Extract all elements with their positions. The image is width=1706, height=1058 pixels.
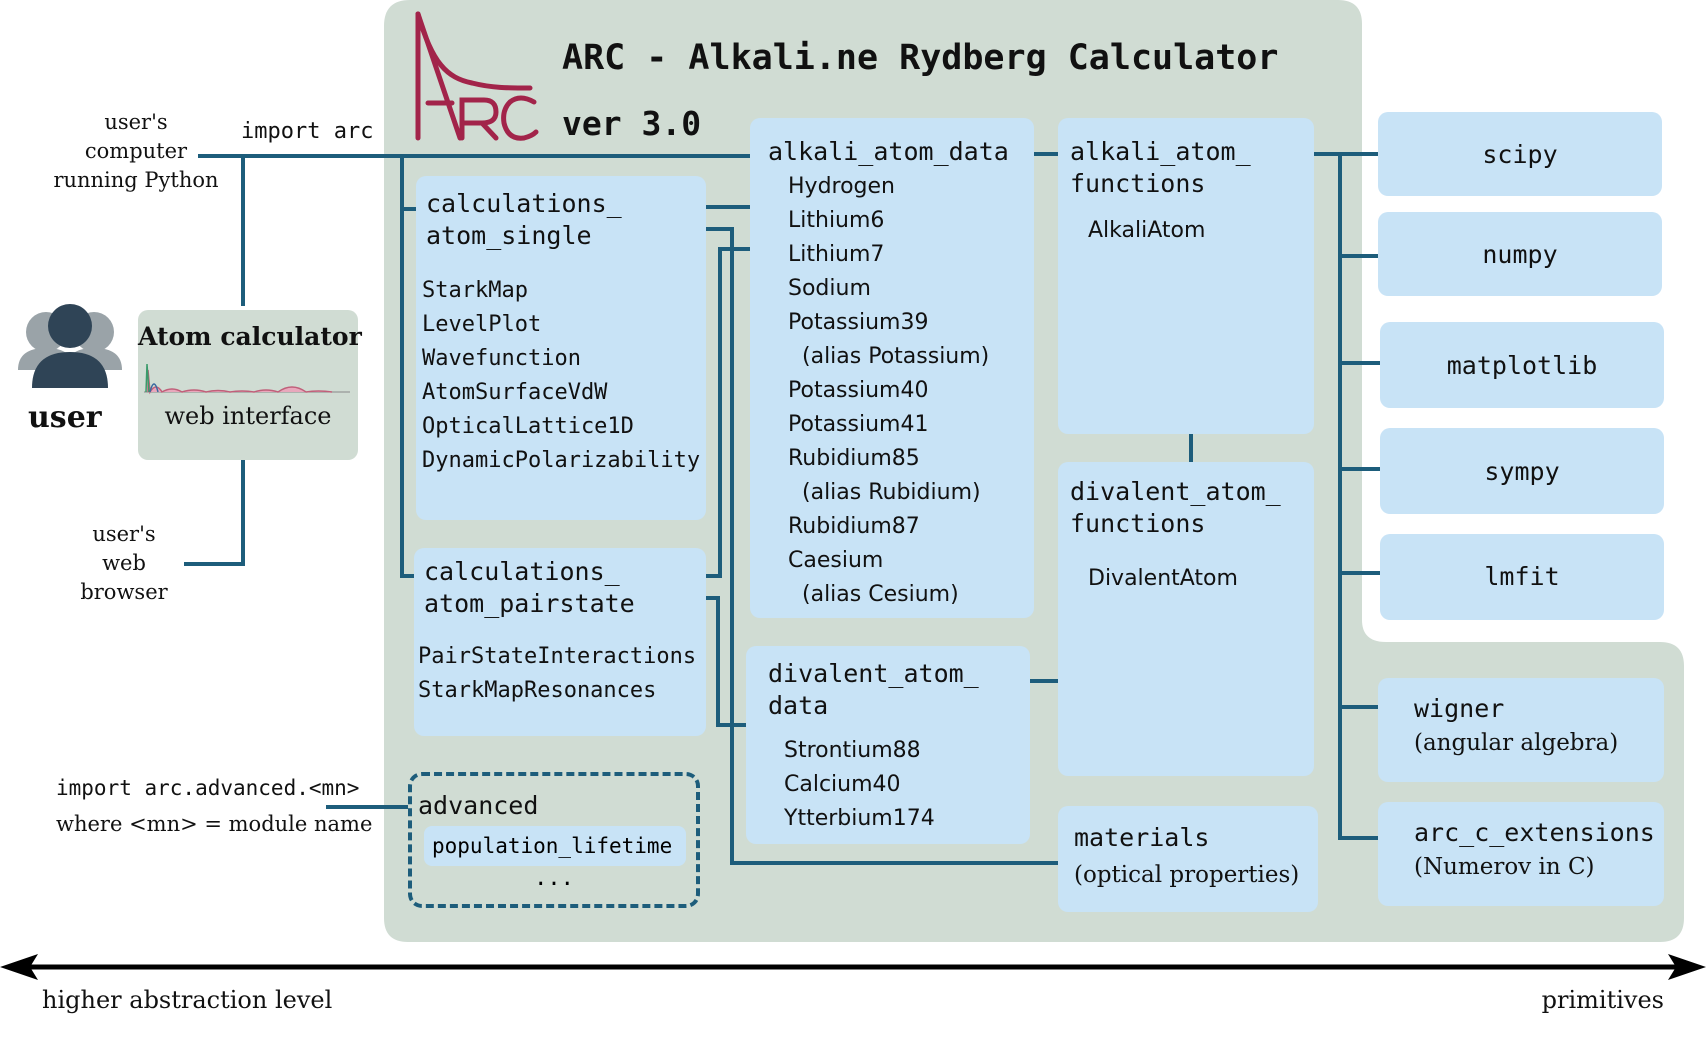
list-item: Rubidium87 bbox=[788, 514, 920, 539]
abstraction-axis-arrow bbox=[0, 954, 1706, 980]
module-divalent-atom-data[interactable]: divalent_atom_ data Strontium88 Calcium4… bbox=[746, 646, 1030, 844]
module-subtitle: (optical properties) bbox=[1074, 862, 1300, 888]
primitive-lmfit[interactable]: lmfit bbox=[1380, 534, 1664, 620]
module-materials[interactable]: materials (optical properties) bbox=[1058, 806, 1318, 912]
list-item: (alias Potassium) bbox=[802, 344, 990, 369]
list-item: StarkMapResonances bbox=[418, 678, 657, 703]
axis-left-label: higher abstraction level bbox=[42, 986, 333, 1014]
class-list: PairStateInteractions StarkMapResonances bbox=[418, 640, 696, 708]
computer-label: user's computer running Python bbox=[53, 110, 219, 192]
list-item: Calcium40 bbox=[784, 772, 901, 797]
module-title: calculations_ atom_pairstate bbox=[424, 557, 635, 618]
user-label: user bbox=[28, 400, 102, 435]
list-item: Wavefunction bbox=[422, 346, 581, 371]
user-icon bbox=[18, 304, 122, 388]
list-item: Sodium bbox=[788, 276, 871, 301]
module-title: alkali_atom_data bbox=[768, 137, 1009, 166]
module-calculations-atom-single[interactable]: calculations_ atom_single StarkMap Level… bbox=[416, 176, 706, 520]
module-divalent-atom-functions[interactable]: divalent_atom_ functions DivalentAtom bbox=[1058, 462, 1314, 776]
version-label: ver 3.0 bbox=[562, 104, 702, 143]
import-label: import arc bbox=[241, 119, 374, 144]
axis-right-label: primitives bbox=[1541, 986, 1664, 1014]
module-alkali-atom-data[interactable]: alkali_atom_data Hydrogen Lithium6 Lithi… bbox=[750, 118, 1034, 618]
primitive-wigner[interactable]: wigner (angular algebra) bbox=[1378, 678, 1664, 782]
atom-list: Strontium88 Calcium40 Ytterbium174 bbox=[784, 734, 935, 836]
list-item: Potassium40 bbox=[788, 378, 929, 403]
list-item: (alias Rubidium) bbox=[802, 480, 981, 505]
module-title: advanced bbox=[418, 791, 539, 820]
page-title: ARC - Alkali.ne Rydberg Calculator bbox=[562, 38, 1279, 78]
class-item: DivalentAtom bbox=[1088, 566, 1238, 591]
class-list: StarkMap LevelPlot Wavefunction AtomSurf… bbox=[422, 274, 700, 478]
list-item: PairStateInteractions bbox=[418, 644, 697, 669]
arc-logo bbox=[415, 11, 539, 141]
list-item: Potassium39 bbox=[788, 310, 929, 335]
advanced-more: ... bbox=[534, 866, 574, 891]
list-item: LevelPlot bbox=[422, 312, 542, 337]
list-item: Ytterbium174 bbox=[784, 806, 935, 831]
advanced-import-label: import arc.advanced.<mn> bbox=[56, 776, 360, 800]
primitive-matplotlib[interactable]: matplotlib bbox=[1380, 322, 1664, 408]
list-item: Hydrogen bbox=[788, 174, 895, 199]
primitive-numpy[interactable]: numpy bbox=[1378, 212, 1662, 296]
primitive-scipy[interactable]: scipy bbox=[1378, 112, 1662, 196]
module-title: divalent_atom_ functions bbox=[1070, 477, 1281, 538]
list-item: Strontium88 bbox=[784, 738, 921, 763]
list-item: (alias Cesium) bbox=[802, 582, 959, 607]
browser-label: user's web browser bbox=[80, 522, 168, 604]
advanced-item[interactable]: population_lifetime bbox=[424, 826, 686, 866]
list-item: Potassium41 bbox=[788, 412, 929, 437]
module-title: materials bbox=[1074, 823, 1210, 852]
module-advanced[interactable]: advanced population_lifetime ... bbox=[408, 772, 700, 908]
wave-plot-icon bbox=[144, 363, 350, 395]
list-item: Rubidium85 bbox=[788, 446, 920, 471]
atom-list: Hydrogen Lithium6 Lithium7 Sodium Potass… bbox=[788, 170, 989, 612]
primitive-sympy[interactable]: sympy bbox=[1380, 428, 1664, 514]
list-item: AtomSurfaceVdW bbox=[422, 380, 608, 405]
class-item: AlkaliAtom bbox=[1088, 218, 1206, 243]
atom-calculator-title: Atom calculator bbox=[138, 322, 362, 351]
module-calculations-atom-pairstate[interactable]: calculations_ atom_pairstate PairStateIn… bbox=[414, 548, 706, 736]
list-item: OpticalLattice1D bbox=[422, 414, 634, 439]
list-item: Lithium6 bbox=[788, 208, 885, 233]
list-item: Caesium bbox=[788, 548, 884, 573]
atom-calculator-box[interactable]: Atom calculator web interface bbox=[138, 310, 362, 460]
list-item: DynamicPolarizability bbox=[422, 448, 701, 473]
primitive-arc-c-extensions[interactable]: arc_c_extensions (Numerov in C) bbox=[1378, 802, 1664, 906]
module-title: divalent_atom_ data bbox=[768, 659, 979, 720]
atom-calculator-subtitle: web interface bbox=[164, 402, 332, 430]
module-title: calculations_ atom_single bbox=[426, 189, 622, 250]
advanced-where-label: where <mn> = module name bbox=[56, 812, 373, 836]
list-item: Lithium7 bbox=[788, 242, 885, 267]
list-item: StarkMap bbox=[422, 278, 528, 303]
module-title: alkali_atom_ functions bbox=[1070, 137, 1251, 198]
module-alkali-atom-functions[interactable]: alkali_atom_ functions AlkaliAtom bbox=[1058, 118, 1314, 434]
